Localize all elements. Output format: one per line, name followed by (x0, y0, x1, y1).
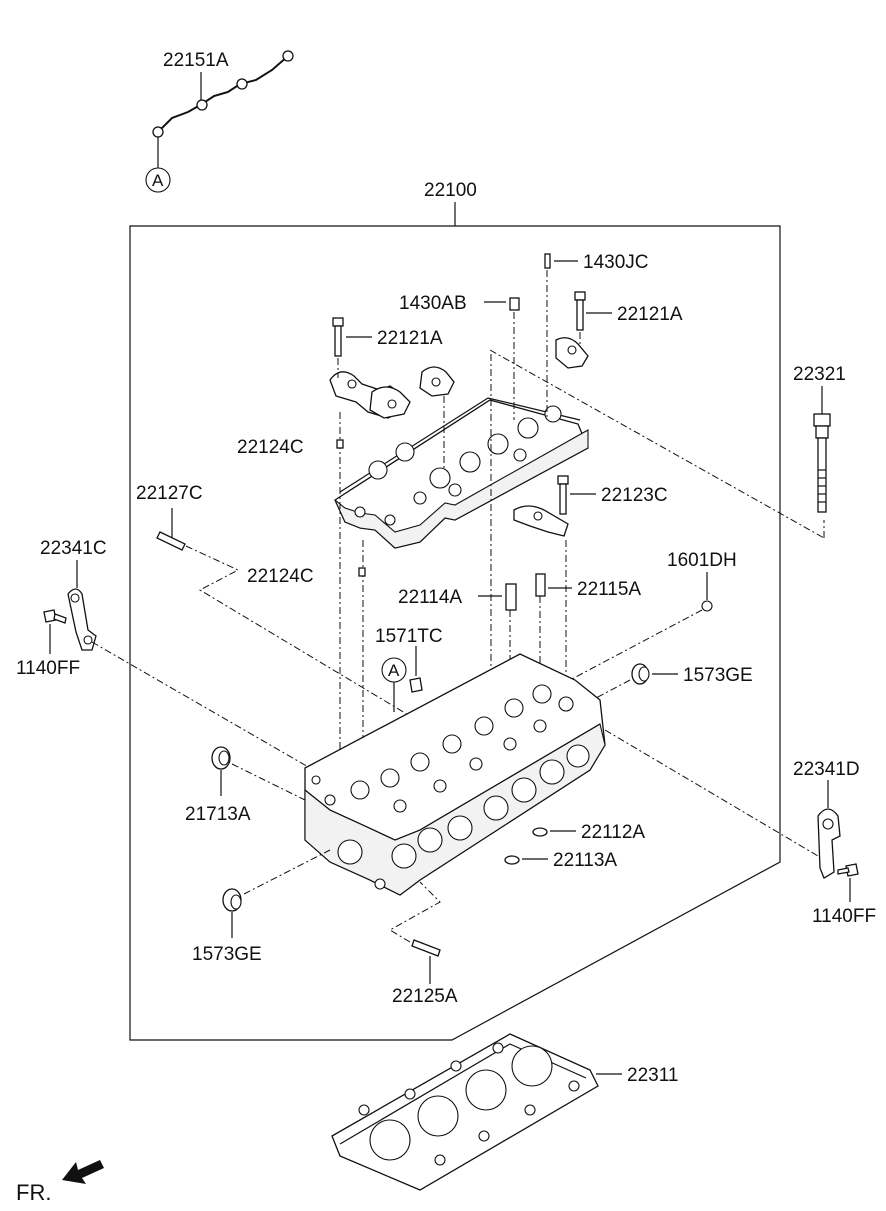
cylinder-head (304, 653, 606, 896)
bolt-1140FF-left (43, 609, 67, 654)
reference-marker-a-top (145, 167, 171, 193)
plug-1601DH (701, 600, 713, 612)
seal-22112A (532, 827, 548, 837)
dowel-1430AB (509, 297, 520, 311)
part-label-21713A[interactable]: 21713A (185, 804, 251, 825)
part-label-22113A[interactable]: 22113A (553, 850, 617, 871)
part-label-22121A-left[interactable]: 22121A (377, 328, 443, 349)
part-label-1573GE-left[interactable]: 1573GE (192, 944, 262, 965)
cap-21713A (211, 746, 231, 796)
part-label-1601DH[interactable]: 1601DH (667, 550, 737, 571)
nut-1571TC (409, 646, 423, 693)
part-label-1140FF-right[interactable]: 1140FF (812, 906, 876, 927)
dowel-22124C-top (336, 439, 344, 449)
hanger-22341D (817, 780, 841, 879)
part-label-22114A[interactable]: 22114A (398, 587, 462, 608)
front-label: FR. (16, 1180, 51, 1205)
cap-1573GE-left (222, 888, 242, 938)
front-direction-arrow-icon (62, 1160, 104, 1184)
part-label-1430JC[interactable]: 1430JC (583, 252, 649, 273)
seal-22113A (504, 855, 520, 865)
part-label-22121A-right[interactable]: 22121A (617, 304, 683, 325)
part-label-1573GE-right[interactable]: 1573GE (683, 665, 753, 686)
pin-1430JC (544, 253, 551, 269)
head-gasket-22311 (331, 1033, 599, 1191)
camshaft-carrier (334, 397, 589, 549)
part-label-22123C[interactable]: 22123C (601, 485, 668, 506)
dowel-22124C-low (358, 567, 366, 577)
part-label-22341D[interactable]: 22341D (793, 759, 860, 780)
hanger-22341C (67, 560, 97, 651)
cam-bearing-caps (329, 337, 589, 537)
dowel-22114A (505, 583, 517, 611)
part-label-22151A[interactable]: 22151A (163, 50, 229, 71)
bolt-22121A-left (332, 317, 344, 357)
stud-22125A (411, 939, 441, 984)
part-label-22112A[interactable]: 22112A (581, 822, 645, 843)
dowel-22115A (535, 573, 546, 597)
reference-marker-a-top-letter: A (152, 171, 164, 190)
reference-marker-a-head-letter: A (388, 661, 400, 680)
part-label-22124C-low[interactable]: 22124C (247, 566, 314, 587)
part-label-22125A[interactable]: 22125A (392, 986, 458, 1007)
part-label-22311[interactable]: 22311 (627, 1065, 678, 1086)
assembly-frame (129, 202, 781, 1041)
part-label-22127C[interactable]: 22127C (136, 483, 203, 504)
assembly-label: 22100 (424, 180, 477, 201)
part-label-1571TC[interactable]: 1571TC (375, 626, 443, 647)
cap-1573GE-right (631, 663, 650, 685)
part-label-1430AB[interactable]: 1430AB (399, 293, 467, 314)
glow-plug-harness (152, 50, 294, 168)
part-label-1140FF-left[interactable]: 1140FF (16, 658, 80, 679)
head-bolt-22321 (813, 386, 831, 513)
bolt-22121A-right (574, 291, 586, 331)
part-label-22115A[interactable]: 22115A (577, 579, 641, 600)
part-label-22341C[interactable]: 22341C (40, 538, 107, 559)
bolt-22123C (557, 475, 569, 515)
bolt-1140FF-right (837, 863, 859, 902)
part-label-22321[interactable]: 22321 (793, 364, 846, 385)
stud-22127C (156, 508, 186, 551)
part-label-22124C-top[interactable]: 22124C (237, 437, 304, 458)
